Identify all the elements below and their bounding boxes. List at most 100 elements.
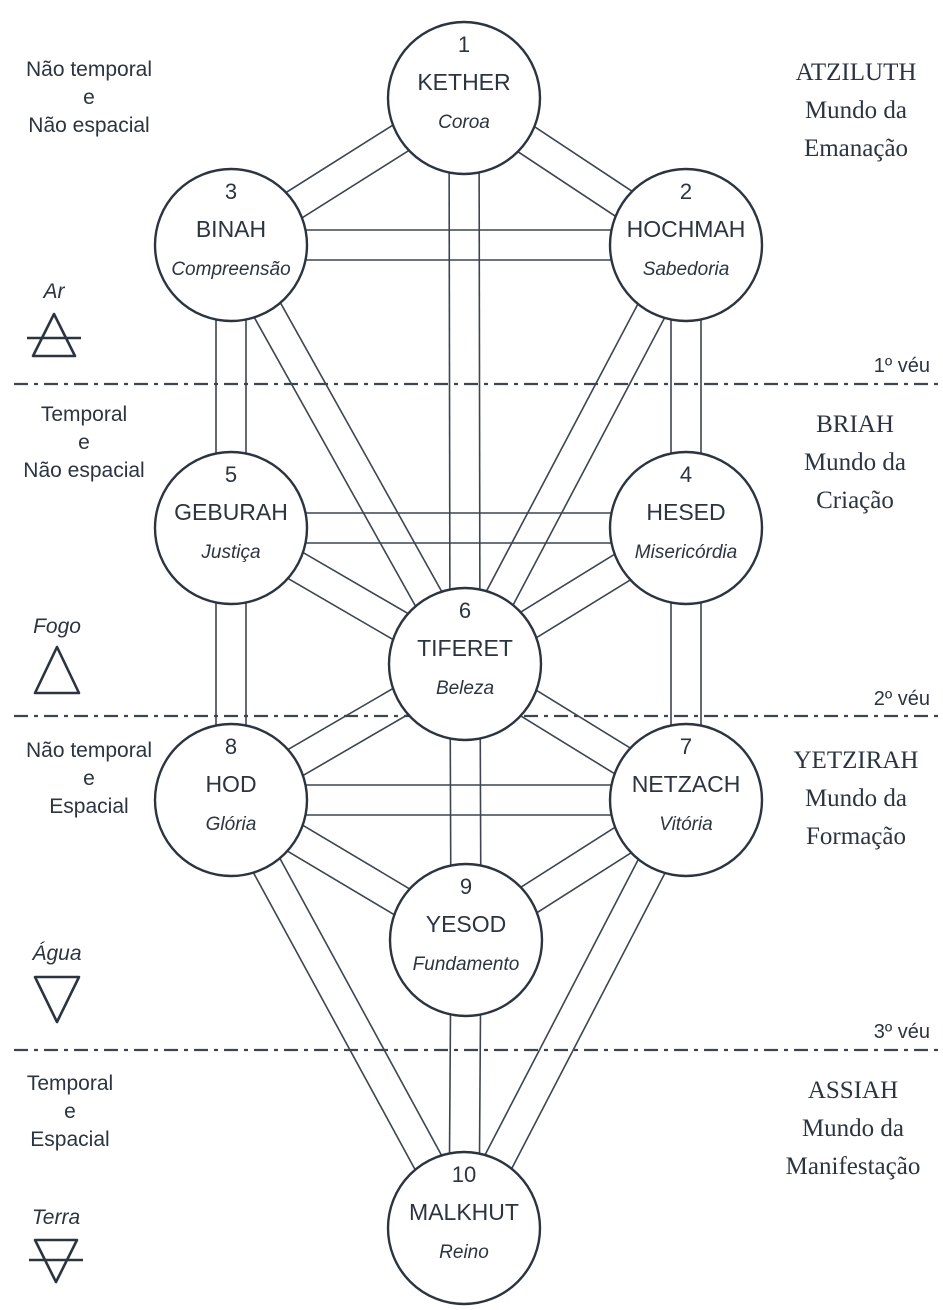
path-2-6 (450, 237, 701, 672)
path-3-6 (217, 237, 479, 672)
fire-triangle-icon (33, 645, 81, 695)
sephira-circle (153, 450, 309, 606)
dimension-line: Não temporal (26, 739, 152, 762)
sephira-number: 10 (452, 1162, 476, 1187)
dimension-line: Não espacial (28, 114, 149, 137)
sephira-meaning: Coroa (438, 112, 490, 133)
path-1-6 (448, 97, 481, 665)
world-name: BRIAH (816, 411, 894, 438)
sephira-number: 4 (680, 462, 692, 487)
world-atziluth: ATZILUTH Mundo da Emanação (796, 59, 917, 162)
sephira-name: MALKHUT (409, 1199, 519, 1225)
sephira-number: 2 (680, 179, 692, 204)
world-assiah: ASSIAH Mundo da Manifestação (786, 1077, 921, 1180)
dimension-line: e (83, 767, 95, 790)
world-line: Formação (806, 823, 906, 850)
path-7-8 (231, 784, 686, 816)
veil-label-2: 2º véu (874, 688, 930, 710)
dimension-label-yetzirah: Não temporal e Espacial (26, 739, 152, 818)
dimension-line: Não espacial (23, 459, 144, 482)
sephira-name: GEBURAH (174, 499, 288, 525)
sephira-meaning: Reino (439, 1242, 489, 1263)
dimension-label-briah: Temporal e Não espacial (23, 403, 144, 482)
element-label-fire: Fogo (33, 615, 81, 638)
sephira-number: 7 (680, 734, 692, 759)
world-line: Emanação (804, 135, 908, 162)
air-triangle-icon (27, 312, 81, 358)
element-label-air: Ar (42, 280, 66, 303)
sephira-circle (608, 722, 764, 878)
dimension-line: Espacial (49, 795, 128, 818)
element-symbols: Ar Fogo Água Terra (27, 280, 83, 1284)
world-line: Mundo da (805, 785, 907, 812)
dimension-label-atziluth: Não temporal e Não espacial (26, 58, 152, 137)
path-rail (477, 251, 701, 672)
sephira-meaning: Sabedoria (643, 259, 730, 280)
sephirot: 1KETHERCoroa2HOCHMAHSabedoria3BINAHCompr… (153, 20, 764, 1306)
sephira-meaning: Beleza (436, 678, 494, 699)
world-name: ASSIAH (808, 1077, 898, 1104)
sephira-number: 1 (458, 32, 470, 57)
sephira-meaning: Misericórdia (635, 542, 737, 563)
world-yetzirah: YETZIRAH Mundo da Formação (794, 747, 919, 850)
sephira-circle (388, 862, 544, 1018)
dimension-line: Espacial (30, 1128, 109, 1151)
path-rail (243, 792, 478, 1222)
element-fire: Fogo (33, 615, 81, 695)
dimension-labels: Não temporal e Não espacial Temporal e N… (23, 58, 152, 1151)
path-rail (448, 97, 451, 665)
world-name: YETZIRAH (794, 747, 919, 774)
path-rail (478, 97, 481, 665)
path-rail (449, 792, 674, 1222)
path-rail (243, 237, 479, 658)
sephira-name: TIFERET (417, 635, 513, 661)
veil-label-1: 1º véu (874, 355, 930, 377)
sephira-meaning: Glória (206, 814, 257, 835)
path-4-5 (231, 512, 686, 544)
dimension-line: e (78, 431, 90, 454)
sephira-meaning: Compreensão (171, 259, 290, 280)
sephira-meaning: Justiça (200, 542, 260, 563)
path-2-3 (231, 229, 686, 261)
sephira-meaning: Vitória (659, 814, 713, 835)
sephira-number: 6 (459, 598, 471, 623)
sephira-name: NETZACH (632, 771, 741, 797)
path-rail (476, 806, 701, 1236)
path-7-10 (449, 792, 701, 1236)
dimension-line: e (83, 86, 95, 109)
world-labels: ATZILUTH Mundo da Emanação BRIAH Mundo d… (786, 59, 921, 1180)
world-name: ATZILUTH (796, 59, 917, 86)
world-line: Mundo da (802, 1115, 904, 1142)
sephira-number: 5 (225, 462, 237, 487)
path-rail (450, 237, 674, 658)
element-label-earth: Terra (32, 1206, 80, 1229)
sephira-name: HOCHMAH (627, 216, 746, 242)
path-8-10 (217, 792, 478, 1236)
sephira-number: 3 (225, 179, 237, 204)
sephira-circle (153, 167, 309, 323)
element-label-water: Água (31, 942, 81, 965)
element-earth: Terra (29, 1206, 83, 1284)
sephira-circle (153, 722, 309, 878)
sephira-name: HOD (205, 771, 256, 797)
sephira-circle (608, 167, 764, 323)
element-air: Ar (27, 280, 81, 358)
sephira-circle (608, 450, 764, 606)
dimension-line: Temporal (27, 1072, 113, 1095)
sephira-meaning: Fundamento (413, 954, 520, 975)
world-line: Manifestação (786, 1153, 921, 1180)
veils: 1º véu 2º véu 3º véu (14, 355, 943, 1052)
world-line: Mundo da (805, 97, 907, 124)
dimension-line: Temporal (41, 403, 127, 426)
sephira-name: YESOD (426, 911, 507, 937)
